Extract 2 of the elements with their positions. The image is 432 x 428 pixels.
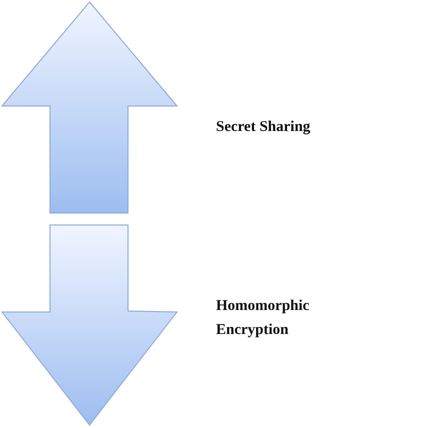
- arrow-label: Secret Sharing: [216, 118, 310, 137]
- arrow-label: Homomorphic Encryption: [216, 297, 310, 340]
